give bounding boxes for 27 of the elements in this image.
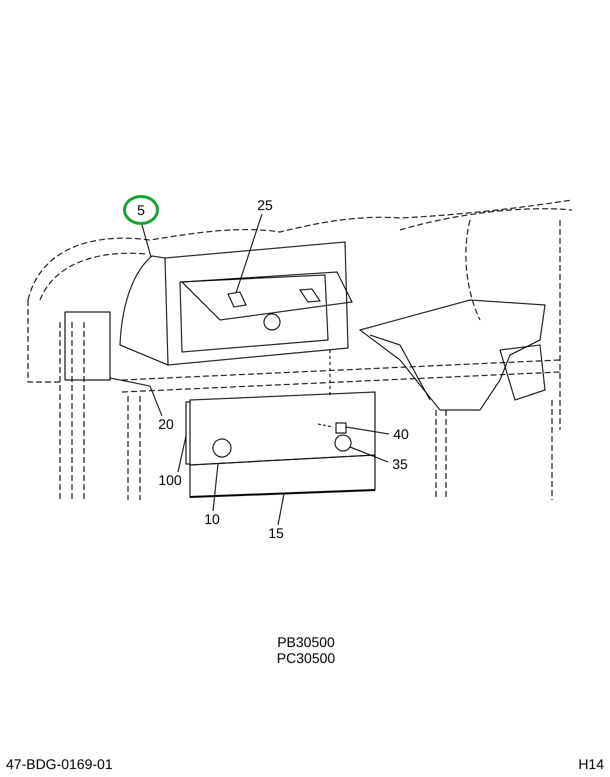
page-reference: H14 [578,756,604,772]
leader-line [346,426,390,434]
part-number: PC30500 [276,650,336,666]
leader-line [350,446,388,462]
glove-box-drawing [120,242,353,366]
leader-line [178,436,186,472]
leader-line [110,378,162,416]
leader-line [212,464,218,512]
door-flap-drawing [180,271,353,321]
part-number: PB30500 [277,634,335,650]
callout-number: 40 [390,426,412,442]
bracket-drawing [64,312,110,380]
leader-line [142,224,152,258]
callout-number: 5 [123,195,159,225]
callout-number: 15 [265,525,287,541]
callout-number: 10 [201,511,223,527]
leader-line [278,494,284,526]
leader-line [236,214,262,294]
callout-number: 100 [155,472,185,488]
clip-drawing [336,422,346,434]
drawing-number: 47-BDG-0169-01 [6,756,113,772]
callout-number: 25 [252,197,278,213]
callout-number: 20 [155,416,177,432]
trim-strip-drawing [190,454,376,498]
grommet-drawing [334,434,352,452]
seal-strip-drawing [186,402,190,464]
callout-number: 35 [389,456,411,472]
